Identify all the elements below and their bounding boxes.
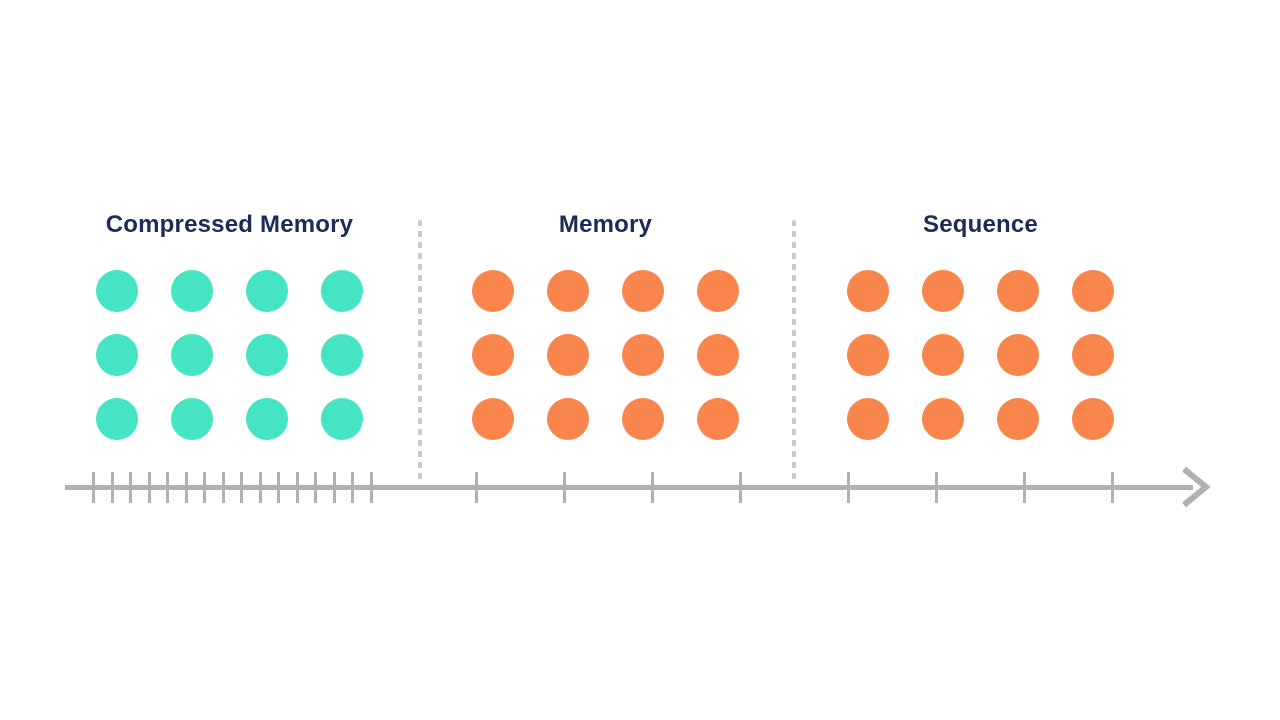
token-dot xyxy=(246,270,288,312)
section-compressed-memory: Compressed Memory xyxy=(96,210,363,440)
token-dot xyxy=(1072,334,1114,376)
axis-tick xyxy=(739,472,742,503)
token-dot xyxy=(547,398,589,440)
token-dot xyxy=(847,334,889,376)
axis-tick xyxy=(240,472,243,503)
token-dot xyxy=(171,334,213,376)
dot-grid-memory xyxy=(472,270,739,440)
token-dot xyxy=(321,270,363,312)
token-dot xyxy=(922,398,964,440)
axis-tick xyxy=(258,472,262,503)
token-dot xyxy=(246,398,288,440)
token-dot xyxy=(246,334,288,376)
axis-tick xyxy=(314,472,317,503)
axis-tick xyxy=(935,472,938,503)
token-dot xyxy=(547,334,589,376)
token-dot xyxy=(997,398,1039,440)
timeline-axis xyxy=(65,485,1193,490)
axis-tick xyxy=(277,472,280,503)
dot-grid-sequence xyxy=(847,270,1114,440)
token-dot xyxy=(96,270,138,312)
axis-tick xyxy=(847,472,850,503)
token-dot xyxy=(171,398,213,440)
token-dot xyxy=(1072,270,1114,312)
axis-tick xyxy=(1111,472,1114,503)
section-divider xyxy=(792,220,796,480)
section-title-compressed-memory: Compressed Memory xyxy=(105,211,354,238)
token-dot xyxy=(96,398,138,440)
token-dot xyxy=(472,334,514,376)
token-dot xyxy=(1072,398,1114,440)
axis-tick xyxy=(129,472,132,503)
arrow-right-icon xyxy=(1182,466,1210,508)
token-dot xyxy=(321,398,363,440)
axis-tick xyxy=(295,472,299,503)
token-dot xyxy=(622,270,664,312)
axis-tick xyxy=(184,472,188,503)
section-title-memory: Memory xyxy=(558,211,653,238)
axis-tick xyxy=(1023,472,1026,503)
token-dot xyxy=(171,270,213,312)
axis-tick xyxy=(203,472,206,503)
token-dot xyxy=(997,270,1039,312)
token-dot xyxy=(96,334,138,376)
token-dot xyxy=(697,398,739,440)
token-dot xyxy=(697,270,739,312)
axis-tick xyxy=(475,472,478,503)
token-dot xyxy=(622,398,664,440)
token-dot xyxy=(922,270,964,312)
axis-tick xyxy=(110,472,114,503)
token-dot xyxy=(847,270,889,312)
token-dot xyxy=(622,334,664,376)
axis-tick xyxy=(147,472,151,503)
axis-tick xyxy=(221,472,225,503)
token-dot xyxy=(697,334,739,376)
dot-grid-compressed-memory xyxy=(96,270,363,440)
section-divider xyxy=(418,220,422,480)
axis-tick xyxy=(563,472,566,503)
axis-tick xyxy=(166,472,169,503)
section-title-sequence: Sequence xyxy=(923,211,1038,238)
token-dot xyxy=(997,334,1039,376)
section-memory: Memory xyxy=(472,210,739,440)
axis-tick xyxy=(332,472,336,503)
token-dot xyxy=(847,398,889,440)
token-dot xyxy=(547,270,589,312)
axis-tick xyxy=(651,472,654,503)
token-dot xyxy=(321,334,363,376)
axis-tick xyxy=(351,472,354,503)
token-dot xyxy=(472,398,514,440)
axis-tick xyxy=(92,472,95,503)
token-dot xyxy=(472,270,514,312)
axis-tick xyxy=(369,472,373,503)
section-sequence: Sequence xyxy=(847,210,1114,440)
token-dot xyxy=(922,334,964,376)
